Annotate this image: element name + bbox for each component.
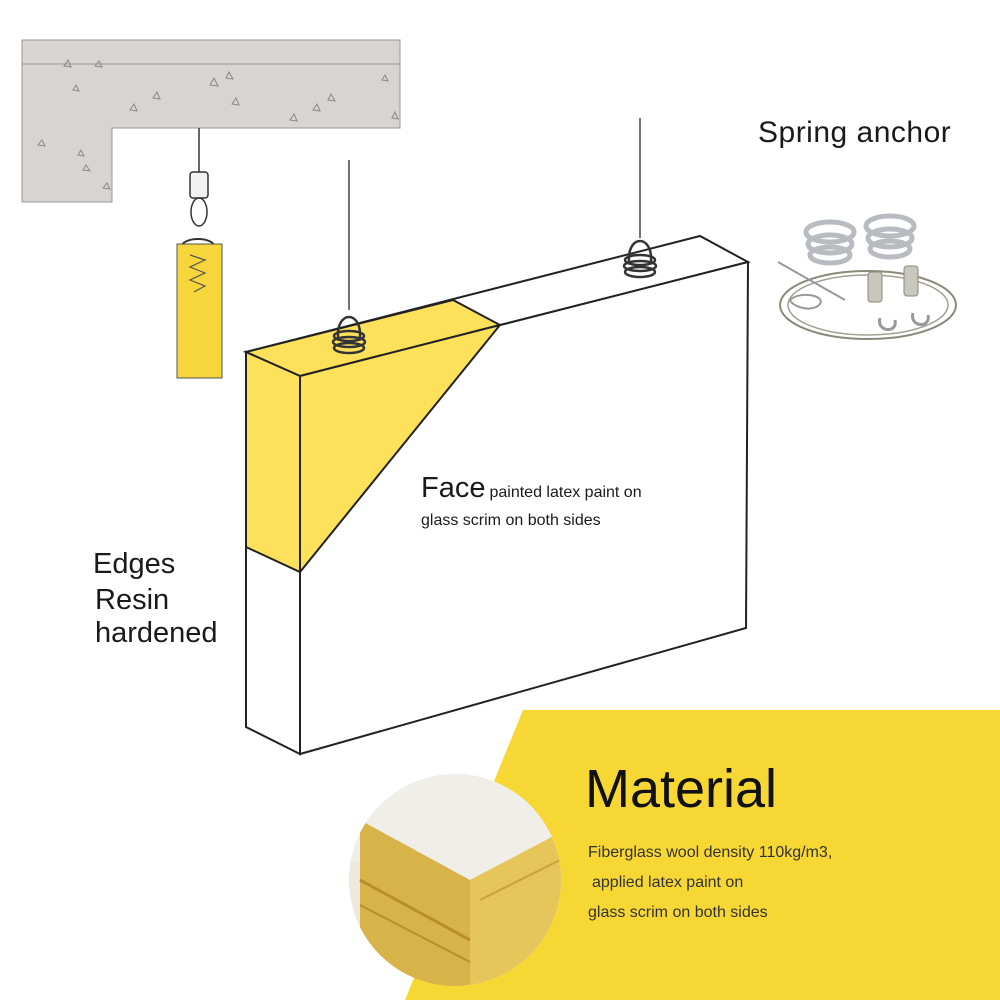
edges-label-line1: Edges — [93, 548, 176, 580]
edges-label-line2: Resin — [95, 584, 170, 616]
spring-anchor-hardware-icon — [777, 213, 957, 340]
material-desc-line3: glass scrim on both sides — [588, 904, 768, 921]
wire-loop-icon — [331, 239, 658, 355]
spring-anchor-label: Spring anchor — [758, 116, 952, 149]
face-desc-line2: glass scrim on both sides — [421, 512, 601, 529]
material-desc-line1: Fiberglass wool density 110kg/m3, — [588, 844, 833, 861]
material-desc-line2: applied latex paint on — [592, 874, 744, 891]
small-hanging-panel — [176, 243, 223, 379]
edges-label-line3: hardened — [95, 617, 218, 649]
face-desc-line1: painted latex paint on — [489, 484, 642, 501]
concrete-ceiling — [21, 39, 401, 203]
ceiling-hook-icon — [180, 128, 216, 249]
acoustic-panel-3d — [242, 234, 751, 756]
material-highlight-band — [405, 710, 1000, 1000]
material-sample-photo — [349, 774, 561, 986]
face-title: Face — [421, 472, 486, 504]
material-title: Material — [585, 759, 778, 819]
